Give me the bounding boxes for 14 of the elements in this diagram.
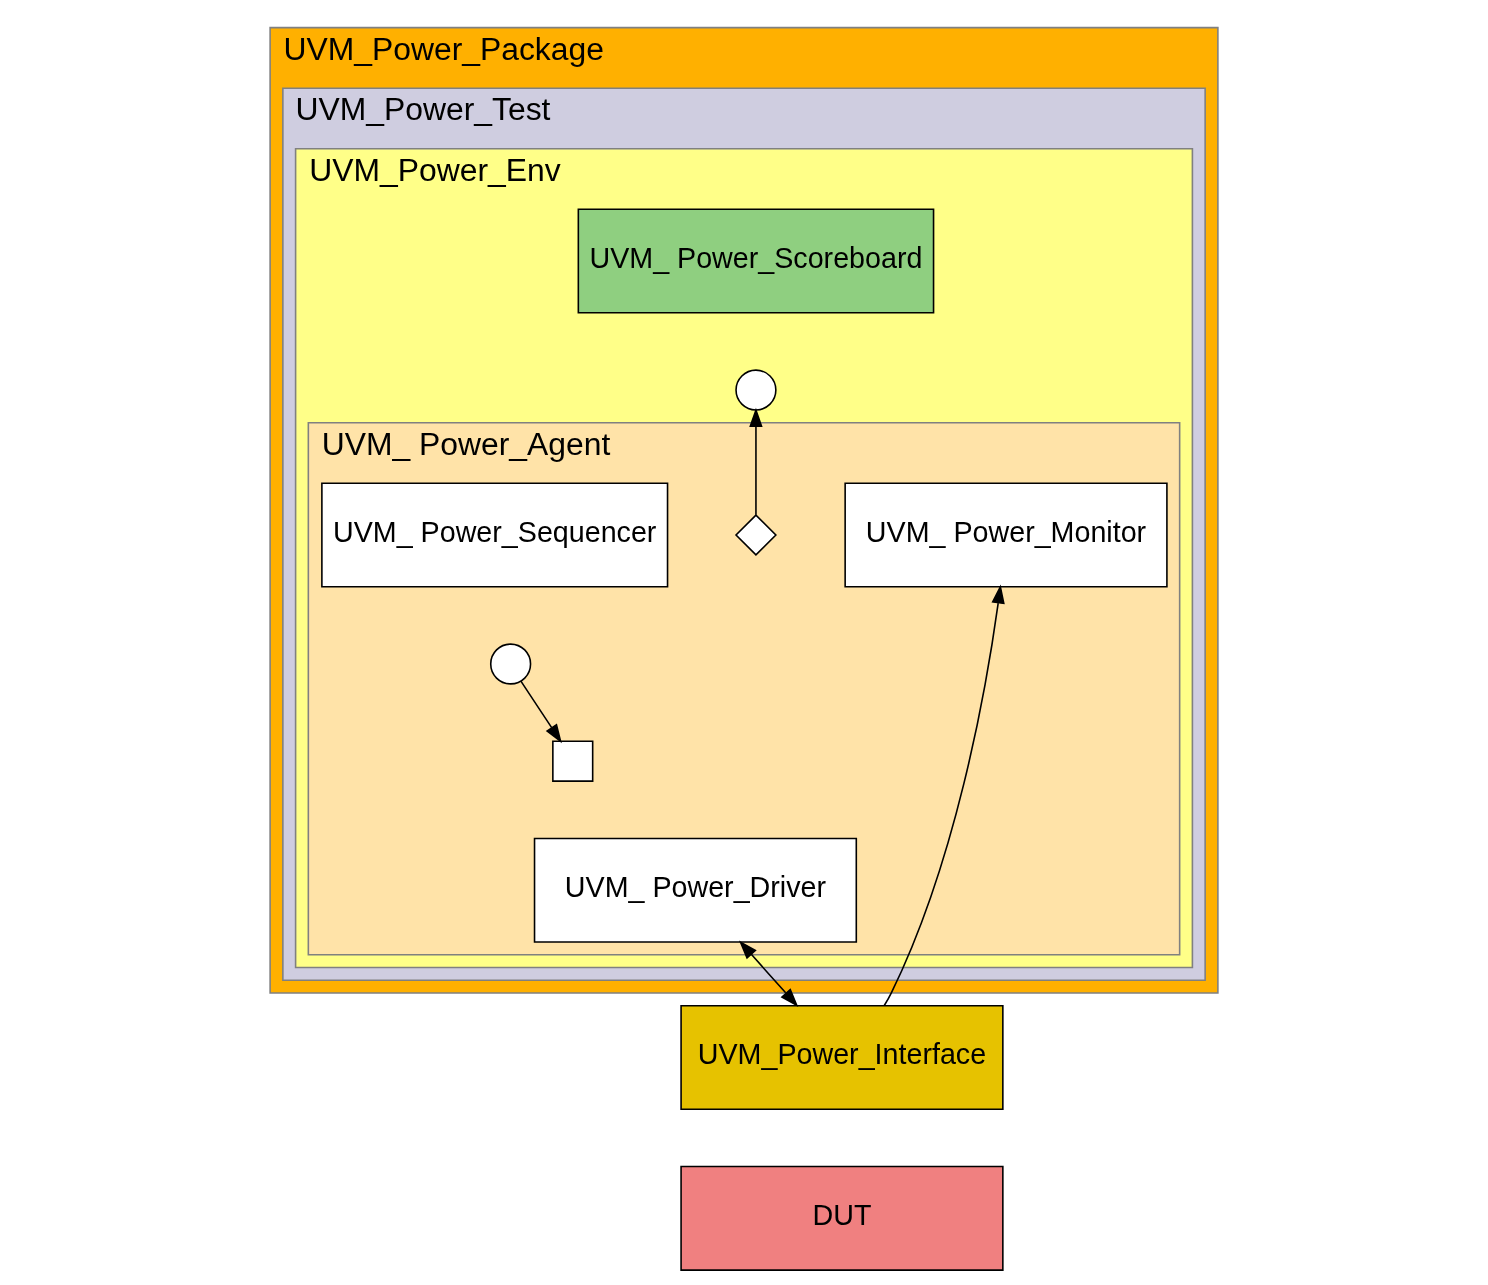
node-circle: [735, 369, 777, 411]
node-box: DUT: [680, 1165, 1004, 1271]
arrow: [520, 680, 562, 744]
node-circle: [489, 643, 532, 685]
node-box: UVM_ Power_Driver: [533, 837, 858, 943]
node-box: UVM_ Power_Monitor: [844, 482, 1168, 588]
node-box: UVM_Power_Interface: [680, 1004, 1004, 1110]
node-box: UVM_ Power_Scoreboard: [577, 208, 935, 314]
arrow: [883, 584, 1005, 1007]
arrow: [738, 940, 799, 1007]
arrow: [749, 407, 763, 516]
node-diamond: [734, 513, 777, 556]
node-box: UVM_ Power_Sequencer: [321, 482, 669, 588]
node-box: [552, 740, 594, 782]
